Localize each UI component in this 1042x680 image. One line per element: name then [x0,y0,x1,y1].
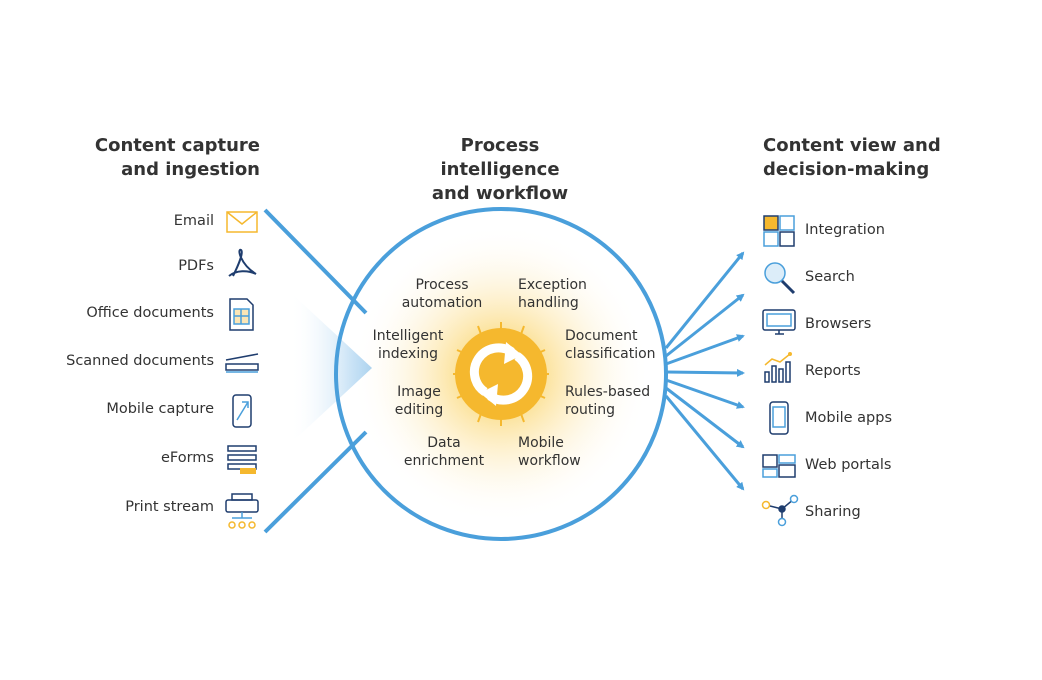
input-label-pdfs: PDFs [178,258,214,274]
output-label-web-portals: Web portals [805,457,892,473]
process-heading: Process intelligence and workflow [400,134,600,206]
monitor-icon [762,309,796,335]
output-label-sharing: Sharing [805,504,861,520]
smartphone-icon [769,401,789,435]
input-label-scanned-documents: Scanned documents [66,353,214,369]
process-step-mobile-workflow: Mobile workflow [518,434,581,470]
process-circle [334,207,668,541]
share-icon [761,494,799,527]
pdf-icon [228,248,257,277]
capture-heading: Content capture and ingestion [95,134,260,182]
view-heading-line-2: decision-making [763,159,930,180]
process-step-line: Document [565,328,638,344]
process-step-line: workflow [518,453,581,469]
view-heading: Content view and decision-making [763,134,941,182]
process-step-line: Mobile [518,435,564,451]
process-step-document-classification: Document classification [565,327,656,363]
input-label-mobile-capture: Mobile capture [106,401,214,417]
process-step-line: enrichment [403,453,485,469]
office-document-icon [229,298,254,331]
funnel-top-line [263,208,368,315]
eforms-icon [227,445,257,474]
output-label-integration: Integration [805,222,885,238]
input-beam [290,292,372,444]
web-portal-icon [762,454,796,478]
process-step-line: Rules-based [565,384,651,400]
process-heading-line-1: Process intelligence [440,135,560,180]
process-step-line: automation [401,295,483,311]
magnifier-icon [764,262,796,295]
process-step-data-enrichment: Data enrichment [402,434,486,470]
process-step-intelligent-indexing: Intelligent indexing [370,327,446,363]
capture-heading-line-1: Content capture [94,135,260,156]
process-step-line: editing [394,402,444,418]
process-heading-line-2: and workflow [431,183,569,204]
process-step-line: Image [397,384,441,400]
output-arrows [664,251,745,491]
process-step-line: Exception [518,277,587,293]
process-step-image-editing: Image editing [392,383,446,419]
output-label-browsers: Browsers [805,316,872,332]
input-label-office-documents: Office documents [86,305,214,321]
funnel-bottom-line [263,430,368,534]
bar-chart-icon [764,352,792,383]
output-label-search: Search [805,269,855,285]
process-step-line: Data [427,435,461,451]
process-step-line: routing [565,402,616,418]
view-heading-line-1: Content view and [763,135,941,156]
process-step-exception-handling: Exception handling [518,276,587,312]
output-label-mobile-apps: Mobile apps [805,410,893,426]
output-label-reports: Reports [805,363,861,379]
scanner-icon [225,353,259,373]
process-step-process-automation: Process automation [400,276,484,312]
input-label-email: Email [173,213,214,229]
printer-icon [225,493,259,529]
process-step-line: handling [518,295,579,311]
process-step-line: indexing [378,346,438,362]
email-icon [226,211,258,233]
refresh-cycle-icon [455,328,547,420]
puzzle-icon [763,215,795,247]
mobile-capture-icon [232,394,252,428]
input-label-eforms: eForms [160,450,214,466]
process-step-line: Process [415,277,469,293]
process-step-rules-based-routing: Rules-based routing [565,383,650,419]
process-step-line: classification [565,346,656,362]
input-label-print-stream: Print stream [125,499,214,515]
process-step-line: Intelligent [372,328,444,344]
capture-heading-line-2: and ingestion [121,159,260,180]
